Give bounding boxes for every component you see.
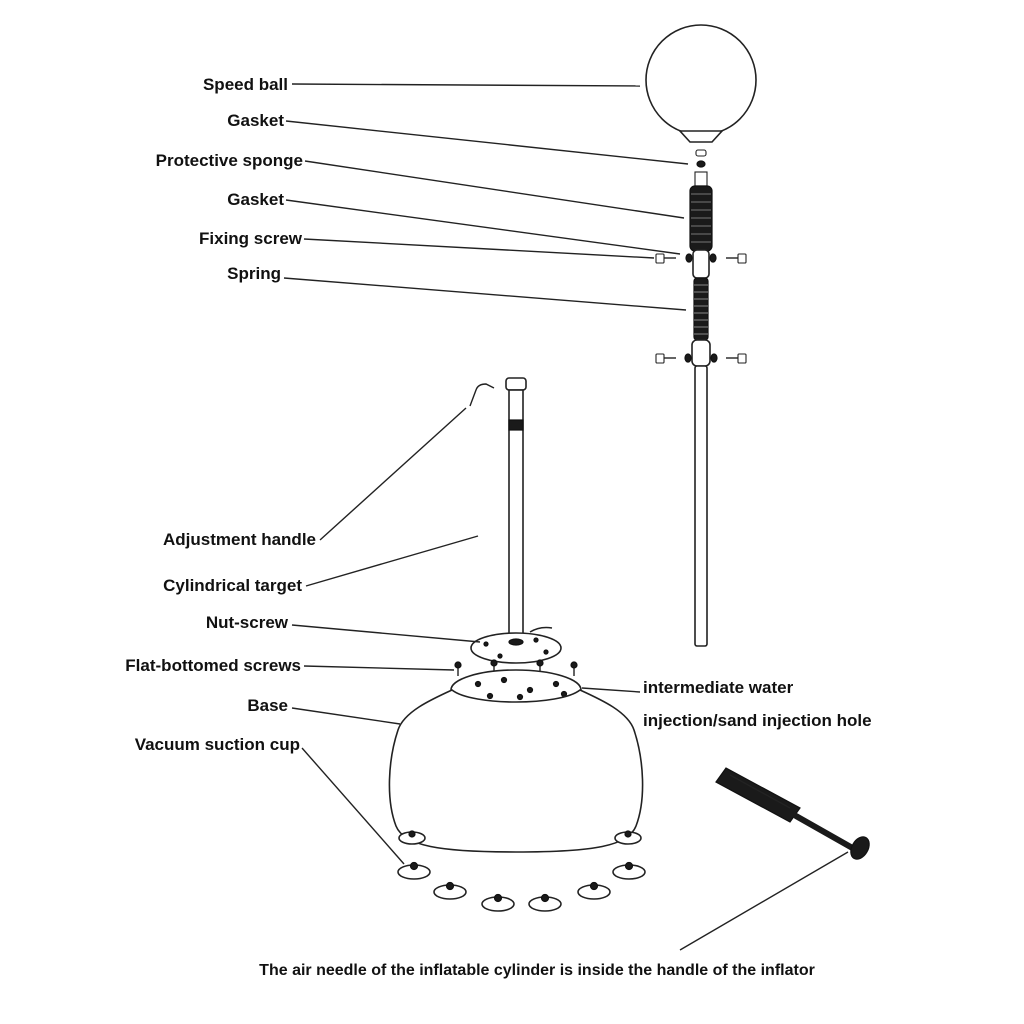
- label-injection-hole-line2: injection/sand injection hole: [643, 711, 872, 730]
- label-fixing-screw: Fixing screw: [199, 229, 303, 248]
- labels: Speed ball Gasket Protective sponge Gask…: [125, 75, 871, 979]
- upper-coupler: [692, 249, 710, 279]
- label-flat-bottomed-screws: Flat-bottomed screws: [125, 656, 301, 675]
- fixing-screw-lower-right: [726, 353, 747, 364]
- inflator: [715, 767, 870, 860]
- suction-cup: [433, 881, 467, 900]
- suction-cup: [614, 830, 642, 845]
- base-assembly: [388, 377, 646, 912]
- label-nut-screw: Nut-screw: [206, 613, 289, 632]
- suction-cup: [397, 861, 431, 880]
- gasket-top-part: [695, 149, 707, 157]
- inflator-handle: [850, 836, 870, 860]
- leader-lines: [283, 83, 849, 951]
- label-gasket-top: Gasket: [227, 111, 284, 130]
- spring-coils: [694, 284, 708, 335]
- label-vacuum-suction-cup: Vacuum suction cup: [135, 735, 300, 754]
- caption: The air needle of the inflatable cylinde…: [259, 962, 815, 979]
- gasket-lower-right: [709, 253, 717, 263]
- label-injection-hole-line1: intermediate water: [643, 678, 794, 697]
- inflator-needle: [793, 813, 859, 853]
- speed-ball: [645, 24, 757, 136]
- plate-holes: [483, 637, 549, 659]
- base-body: [388, 689, 644, 853]
- label-spring: Spring: [227, 264, 281, 283]
- adjustment-handle-part: [469, 383, 495, 407]
- upper-rod: [694, 365, 708, 647]
- fixing-screw-upper-left: [655, 253, 676, 264]
- label-base: Base: [247, 696, 288, 715]
- gasket-lower-left: [685, 253, 693, 263]
- suction-cup: [481, 893, 515, 912]
- ball-neck: [678, 130, 724, 143]
- label-adjustment-handle: Adjustment handle: [163, 530, 316, 549]
- target-band: [508, 419, 524, 431]
- flat-bottomed-screws-part: [454, 659, 578, 676]
- label-gasket-lower: Gasket: [227, 190, 284, 209]
- fixing-screw-lower-left: [655, 353, 676, 364]
- suction-cup: [612, 861, 646, 880]
- sponge-ribs: [691, 193, 711, 243]
- nut-screw-plate: [470, 632, 562, 664]
- label-cylindrical-target: Cylindrical target: [163, 576, 302, 595]
- fixing-screw-upper-right: [726, 253, 747, 264]
- inflator-barrel: [715, 767, 801, 823]
- top-tube: [694, 171, 708, 187]
- spring-part: [693, 277, 709, 341]
- gasket-top-washer: [696, 160, 706, 168]
- speed-ball-assembly: [645, 24, 757, 647]
- label-protective-sponge: Protective sponge: [156, 151, 303, 170]
- lower-coupler: [691, 339, 711, 367]
- target-cap: [505, 377, 527, 391]
- suction-cup: [577, 881, 611, 900]
- suction-cups: [397, 830, 646, 912]
- label-speed-ball: Speed ball: [203, 75, 288, 94]
- suction-cup: [398, 830, 426, 845]
- suction-cup: [528, 893, 562, 912]
